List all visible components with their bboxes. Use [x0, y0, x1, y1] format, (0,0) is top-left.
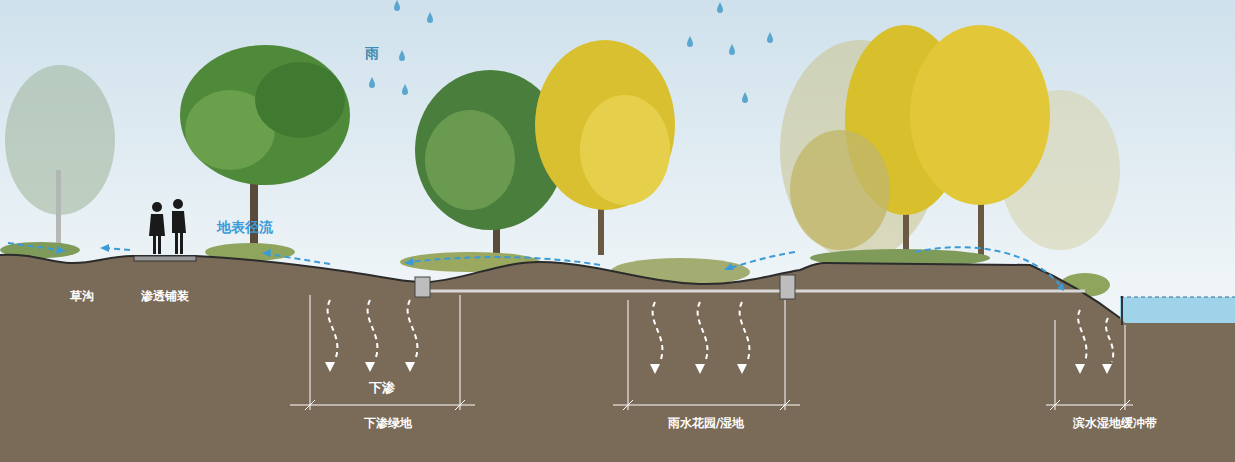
rain-label: 雨 — [365, 45, 379, 63]
runoff-label: 地表径流 — [217, 219, 273, 237]
zone-label: 下渗绿地 — [364, 415, 412, 432]
zone-label: 滨水湿地缓冲带 — [1073, 415, 1157, 432]
zone-label: 雨水花园/湿地 — [668, 415, 744, 432]
swale-label: 草沟 — [70, 288, 94, 305]
infiltration-label: 下渗 — [369, 379, 395, 397]
paving-label: 渗透铺装 — [141, 288, 189, 305]
